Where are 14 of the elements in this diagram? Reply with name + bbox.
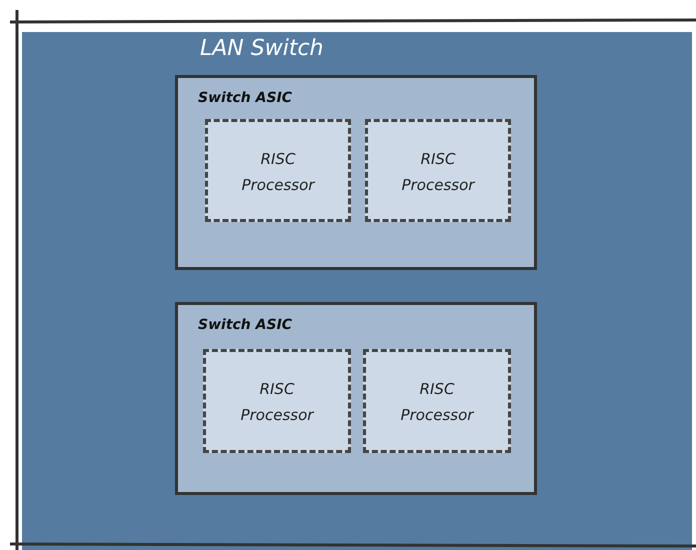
processor-box	[363, 349, 511, 453]
processor-label: RISC Processor	[400, 149, 476, 196]
asic-label: Switch ASIC	[198, 317, 292, 333]
asic-box	[175, 75, 537, 270]
processor-label: RISC Processor	[400, 379, 476, 426]
panel-title: LAN Switch	[200, 36, 324, 61]
processor-label: RISC Processor	[240, 149, 316, 196]
processor-box	[365, 119, 511, 222]
processor-box	[203, 349, 351, 453]
switch-panel	[22, 32, 692, 550]
asic-label: Switch ASIC	[198, 90, 292, 106]
processor-box	[205, 119, 351, 222]
asic-box	[175, 302, 537, 495]
processor-label: RISC Processor	[240, 379, 316, 426]
